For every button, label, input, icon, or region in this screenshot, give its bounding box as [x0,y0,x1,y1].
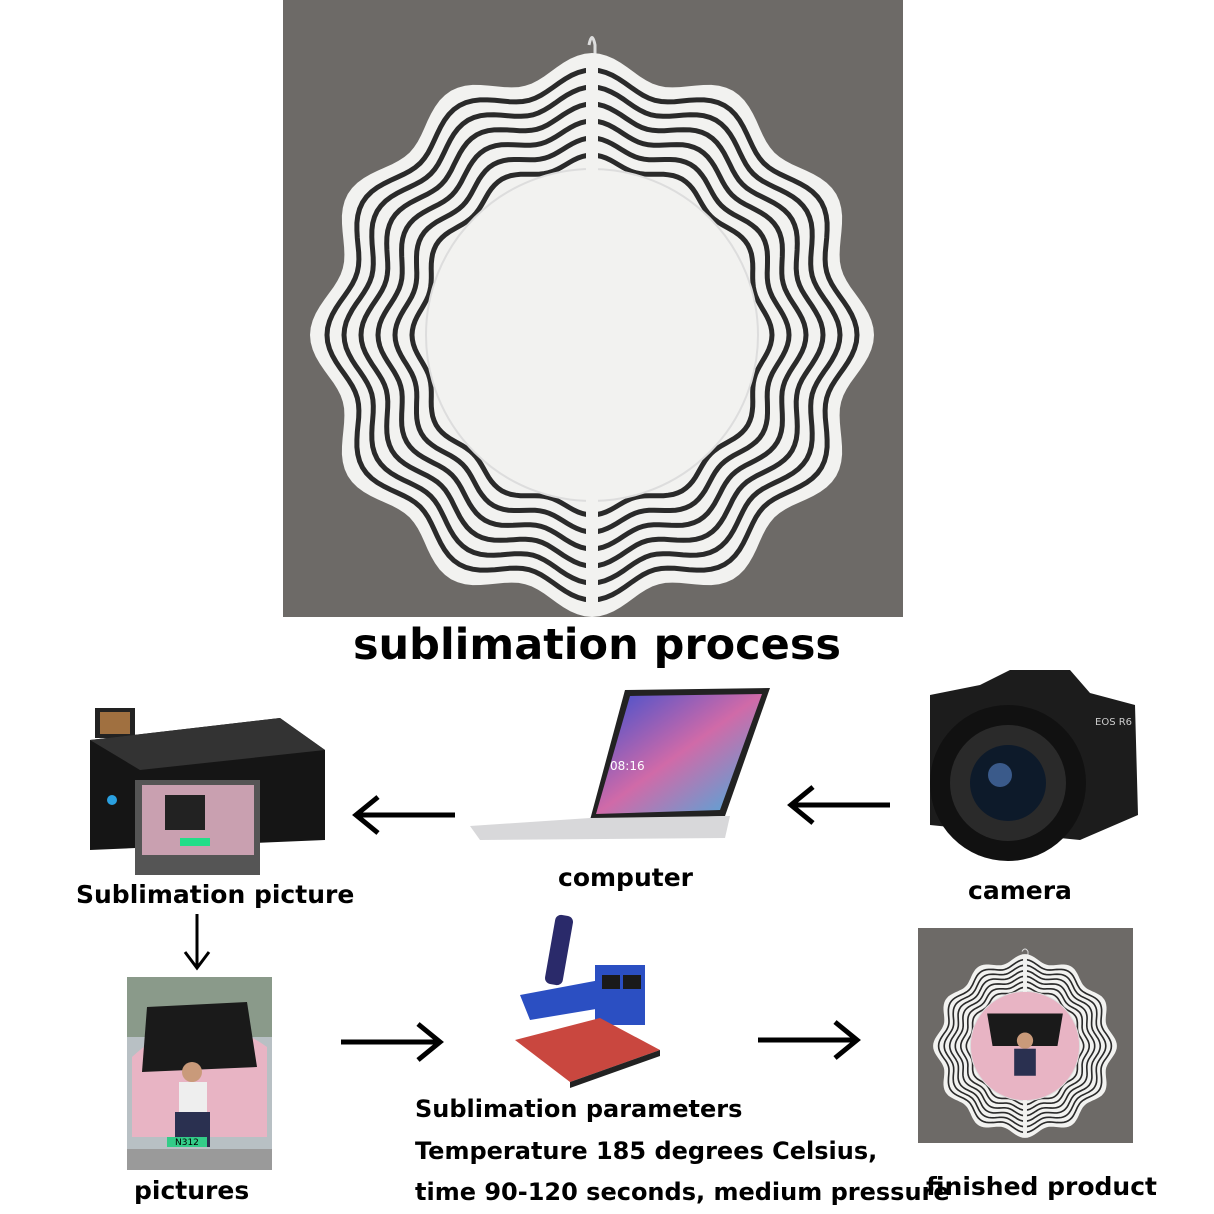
wind-spinner-image [310,36,874,617]
label-finished-product: finished product [926,1172,1157,1201]
camera-badge: EOS R6 [1095,717,1132,728]
printer-image [80,700,330,880]
parameters-temperature: Temperature 185 degrees Celsius, [415,1137,878,1165]
parameters-heading: Sublimation parameters [415,1095,743,1123]
heat-press-image [510,910,670,1090]
arrow-right-icon [758,1020,861,1060]
pictures-photo: N312 [127,977,272,1170]
parameters-time-pressure: time 90-120 seconds, medium pressure [415,1178,950,1206]
page-title: sublimation process [352,620,842,670]
arrow-left-icon [787,785,890,825]
camera-image: EOS R6 [920,665,1140,865]
laptop-image: 08:16 [470,688,770,843]
arrow-down-icon [183,914,211,971]
product-photo [283,0,903,617]
finished-product-photo [918,928,1133,1143]
plate-text: N312 [175,1138,199,1148]
laptop-clock: 08:16 [610,759,645,773]
label-camera: camera [968,876,1072,905]
label-pictures: pictures [134,1176,250,1205]
label-sublimation-picture: Sublimation picture [76,880,355,909]
arrow-right-icon [341,1022,444,1062]
arrow-left-icon [352,795,455,835]
label-computer: computer [558,863,693,892]
